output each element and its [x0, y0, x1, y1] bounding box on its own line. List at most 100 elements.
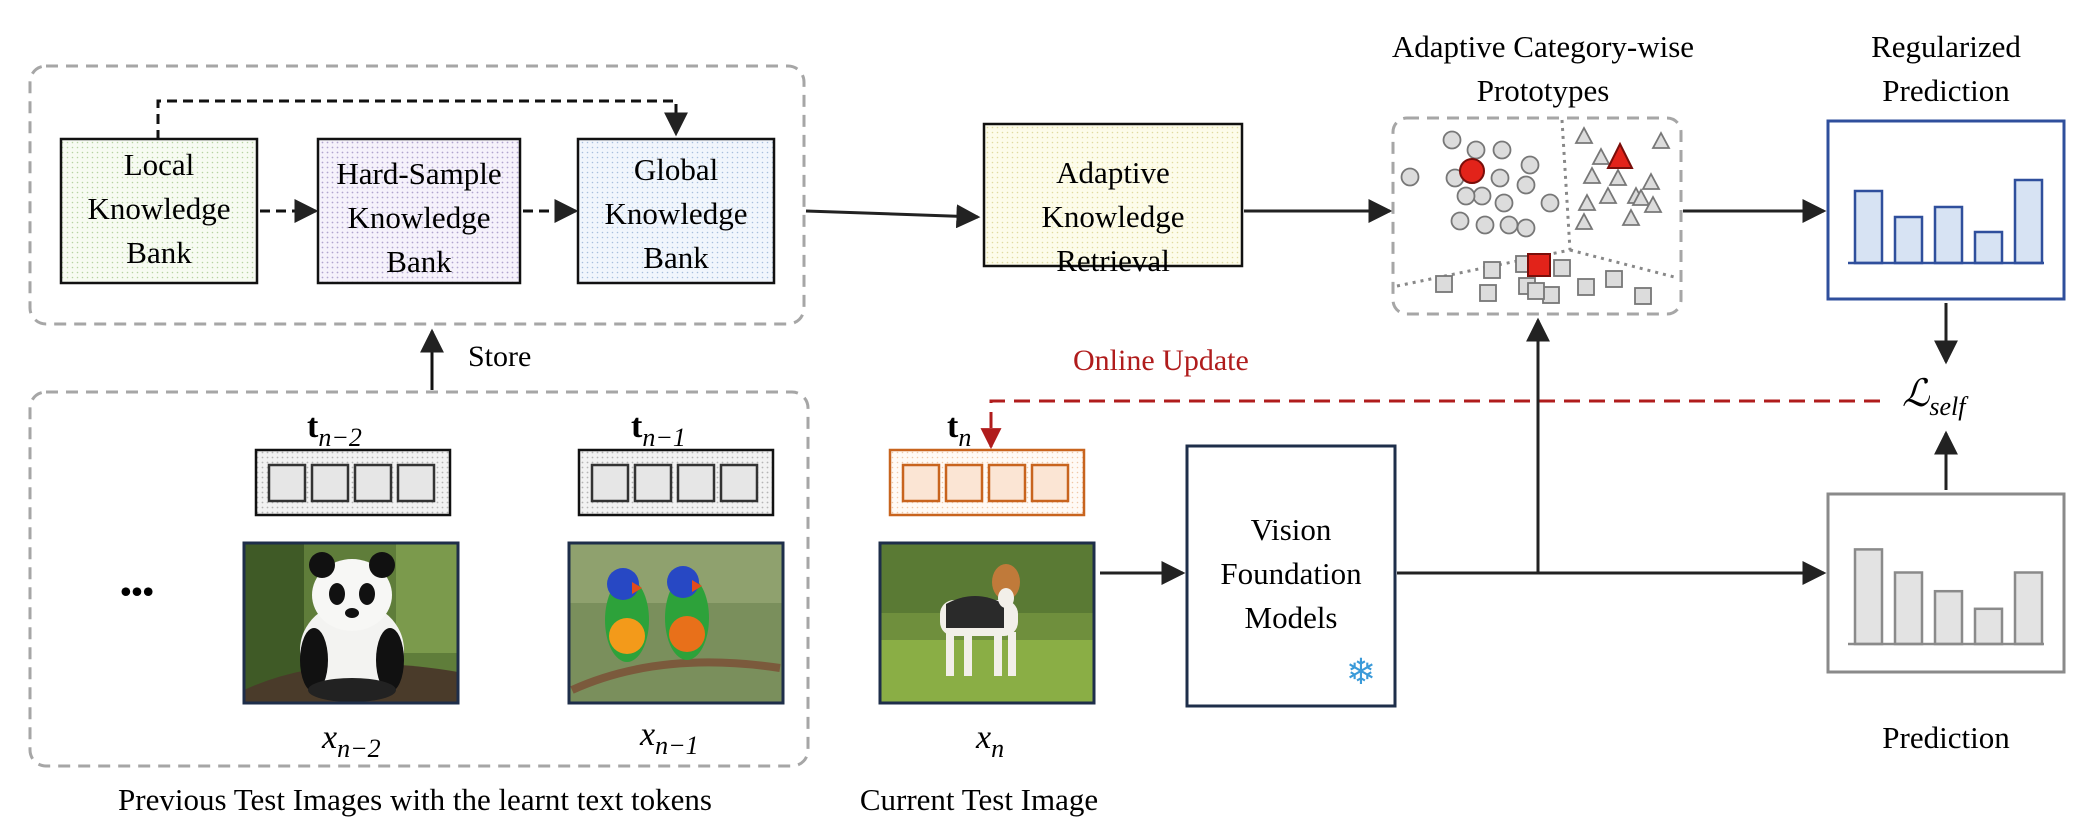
circle-sample	[1520, 155, 1540, 175]
square-sample	[1634, 287, 1652, 305]
triangle-sample	[1608, 168, 1628, 186]
panda-image	[242, 541, 460, 705]
bar	[1853, 189, 1884, 265]
triangle-sample	[1651, 131, 1671, 149]
square-sample	[1605, 270, 1623, 288]
bar	[1973, 230, 2004, 265]
token-cell	[267, 463, 307, 503]
token-cell	[676, 463, 716, 503]
token-label-n1: tn−1	[631, 408, 686, 452]
triangle-sample	[1643, 195, 1663, 213]
token-cell	[944, 463, 984, 503]
bar	[1893, 571, 1924, 646]
circle-class-prototype	[1459, 158, 1485, 184]
triangle-sample	[1641, 172, 1661, 190]
image-label-n: xn	[975, 719, 1004, 763]
token-label-n: tn	[947, 408, 971, 452]
bar	[2013, 571, 2044, 646]
bar	[1853, 548, 1884, 646]
prototypes-panel	[1391, 116, 1683, 316]
triangle-sample	[1591, 147, 1611, 165]
circle-class-samples	[1400, 130, 1560, 238]
online-update-arrow	[980, 399, 1880, 450]
circle-sample	[1475, 215, 1495, 235]
bar	[1933, 589, 1964, 646]
triangle-sample	[1577, 193, 1597, 211]
circle-sample	[1472, 186, 1492, 206]
circle-sample	[1490, 168, 1510, 188]
circle-sample	[1442, 130, 1462, 150]
regularized-bars	[1853, 178, 2044, 265]
square-class-prototype	[1527, 253, 1551, 277]
triangle-sample	[1582, 166, 1602, 184]
store-label: Store	[468, 340, 531, 373]
global-link-arrow	[156, 99, 688, 140]
token-block-n1	[577, 448, 775, 517]
square-sample	[1483, 261, 1501, 279]
square-sample	[1542, 286, 1560, 304]
dog-image	[878, 541, 1096, 705]
frozen-snowflake-icon: ❄	[1346, 652, 1376, 692]
prediction-panel	[1826, 492, 2066, 674]
prediction-bars	[1853, 548, 2044, 646]
regularized-prediction-panel	[1826, 119, 2066, 301]
token-cell	[1030, 463, 1070, 503]
square-sample	[1435, 275, 1453, 293]
token-cell	[396, 463, 436, 503]
circle-sample	[1516, 175, 1536, 195]
triangle-sample	[1631, 188, 1651, 206]
square-class-samples	[1435, 255, 1652, 305]
bar	[1933, 205, 1964, 265]
triangle-sample	[1621, 208, 1641, 226]
self-loss-label: ℒself	[1902, 373, 1969, 421]
circle-sample	[1499, 215, 1519, 235]
triangle-sample	[1574, 212, 1594, 230]
token-label-n2: tn−2	[307, 408, 362, 452]
token-cell	[353, 463, 393, 503]
image-label-n1: xn−1	[639, 716, 699, 760]
square-sample	[1577, 278, 1595, 296]
token-cell	[633, 463, 673, 503]
current-image-caption: Current Test Image	[860, 782, 1098, 817]
triangle-sample	[1574, 126, 1594, 144]
prediction-label: Prediction	[1882, 720, 2010, 755]
triangle-sample	[1598, 186, 1618, 204]
square-sample	[1527, 282, 1545, 300]
token-block-n	[888, 448, 1086, 517]
token-block-n2	[254, 448, 452, 517]
circle-sample	[1466, 140, 1486, 160]
triangle-class-samples	[1574, 126, 1671, 230]
token-cell	[987, 463, 1027, 503]
circle-sample	[1540, 193, 1560, 213]
circle-sample	[1492, 140, 1512, 160]
circle-sample	[1400, 167, 1420, 187]
knowledge-banks-group	[28, 64, 806, 326]
bar	[1973, 607, 2004, 646]
circle-sample	[1456, 186, 1476, 206]
circle-sample	[1494, 193, 1514, 213]
circle-sample	[1516, 218, 1536, 238]
previous-test-images-group	[28, 390, 810, 768]
image-label-n2: xn−2	[321, 719, 381, 763]
token-cell	[901, 463, 941, 503]
square-sample	[1479, 284, 1497, 302]
ellipsis: •••	[120, 573, 154, 609]
online-update-label: Online Update	[1073, 344, 1249, 377]
circle-sample	[1450, 211, 1470, 231]
token-cell	[719, 463, 759, 503]
triangle-class-prototype	[1606, 141, 1634, 169]
previous-images-caption: Previous Test Images with the learnt tex…	[118, 782, 712, 817]
